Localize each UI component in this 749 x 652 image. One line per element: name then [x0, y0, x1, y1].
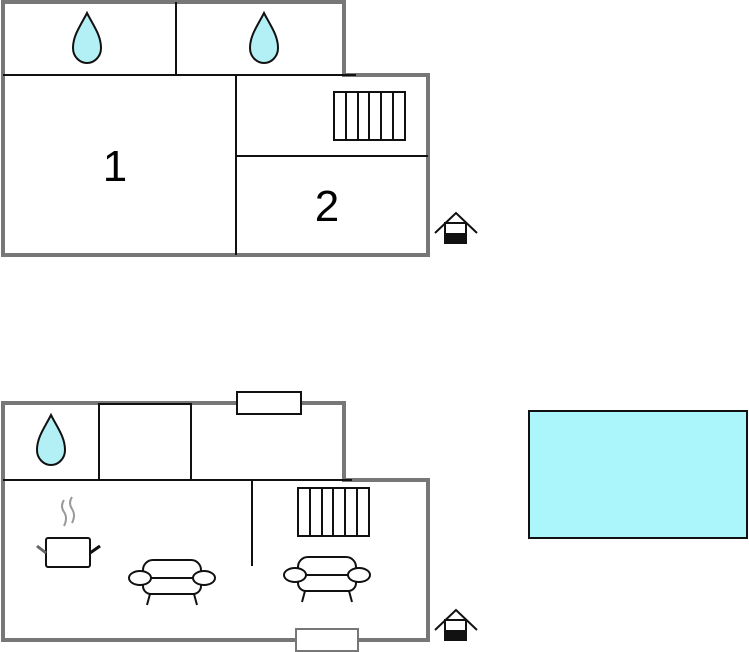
swimming-pool — [528, 410, 748, 539]
window — [236, 391, 302, 415]
bathroom-water-drop-icon — [72, 12, 102, 64]
bathroom-water-drop-icon — [249, 12, 279, 64]
stairs-icon — [333, 91, 406, 141]
kitchen-pot-icon — [36, 496, 101, 568]
upper-floor-outer-wall — [1, 0, 430, 257]
sofa-icon — [283, 556, 371, 603]
room-label-1: 1 — [103, 142, 127, 191]
stairs-icon — [297, 487, 370, 537]
door — [295, 628, 359, 652]
upper-floor-plan: 1 2 — [1, 0, 478, 257]
ground-floor-outer-wall — [1, 401, 430, 642]
room-label-2: 2 — [315, 182, 339, 231]
bathroom-water-drop-icon — [36, 414, 66, 466]
house-floor-indicator-icon — [434, 212, 478, 244]
inner-room — [98, 403, 192, 481]
house-floor-indicator-icon — [434, 609, 478, 641]
sofa-icon — [128, 559, 216, 606]
ground-floor-plan — [1, 391, 478, 652]
